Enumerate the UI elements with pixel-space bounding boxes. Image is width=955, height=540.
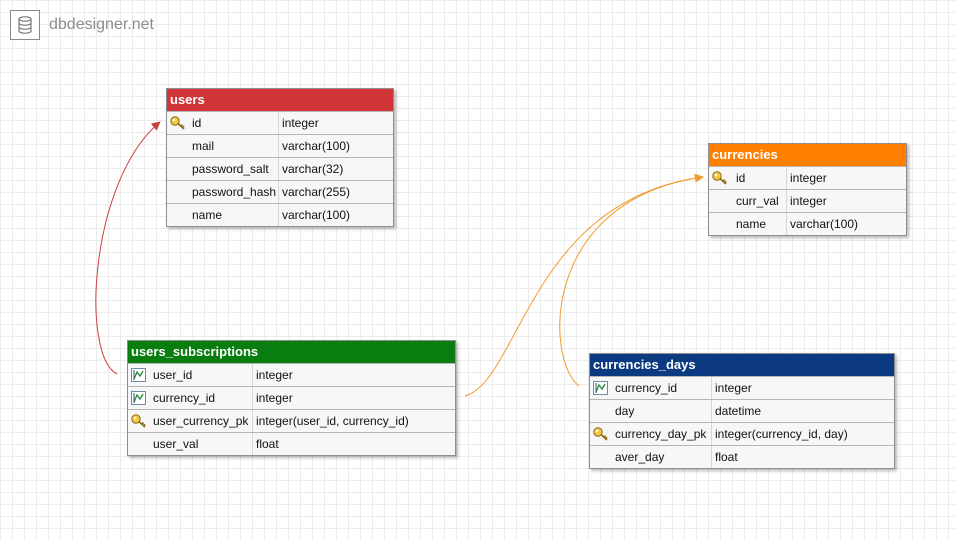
column-name: day xyxy=(615,404,635,418)
column-type: integer xyxy=(256,391,293,405)
logo[interactable] xyxy=(10,10,40,40)
foreign-key-icon xyxy=(130,390,148,406)
table-currencies[interactable]: currencies id integer curr_val integer name v… xyxy=(708,143,907,236)
column-row[interactable]: user_currency_pk integer(user_id, currenc… xyxy=(128,409,455,432)
column-type: varchar(255) xyxy=(282,185,351,199)
column-name: password_hash xyxy=(192,185,277,199)
column-divider xyxy=(252,433,253,455)
column-name: name xyxy=(192,208,223,222)
column-divider xyxy=(711,400,712,422)
link-user-id-to-users-id xyxy=(95,121,161,375)
column-type: varchar(100) xyxy=(790,217,859,231)
column-row[interactable]: password_hash varchar(255) xyxy=(167,180,393,203)
column-name: user_val xyxy=(153,437,199,451)
primary-key-icon xyxy=(130,413,148,429)
table-header[interactable]: currencies_days xyxy=(590,354,894,376)
column-row[interactable]: name varchar(100) xyxy=(709,212,906,235)
column-name: user_currency_pk xyxy=(153,414,249,428)
column-divider xyxy=(252,410,253,432)
column-type: varchar(100) xyxy=(282,139,351,153)
column-divider xyxy=(786,190,787,212)
table-users[interactable]: users id integer mail varchar(100) password_… xyxy=(166,88,394,227)
column-row[interactable]: currency_id integer xyxy=(590,376,894,399)
column-divider xyxy=(711,446,712,468)
column-row[interactable]: aver_day float xyxy=(590,445,894,468)
foreign-key-icon xyxy=(130,367,148,383)
column-type: integer xyxy=(790,171,827,185)
table-currencies-days[interactable]: currencies_days currency_id integer day dat… xyxy=(589,353,895,469)
column-type: varchar(32) xyxy=(282,162,344,176)
column-divider xyxy=(278,112,279,134)
column-name: mail xyxy=(192,139,215,153)
column-row[interactable]: password_salt varchar(32) xyxy=(167,157,393,180)
column-name: currency_day_pk xyxy=(615,427,707,441)
column-type: integer xyxy=(282,116,319,130)
foreign-key-icon xyxy=(592,380,610,396)
column-row[interactable]: name varchar(100) xyxy=(167,203,393,226)
primary-key-icon xyxy=(711,170,729,186)
table-header[interactable]: users xyxy=(167,89,393,111)
column-name: id xyxy=(736,171,746,185)
column-name: aver_day xyxy=(615,450,665,464)
column-divider xyxy=(711,423,712,445)
column-divider xyxy=(252,387,253,409)
column-row[interactable]: currency_day_pk integer(currency_id, day) xyxy=(590,422,894,445)
column-name: password_salt xyxy=(192,162,269,176)
column-type: varchar(100) xyxy=(282,208,351,222)
column-type: integer xyxy=(715,381,752,395)
column-divider xyxy=(711,377,712,399)
column-divider xyxy=(786,167,787,189)
column-divider xyxy=(278,135,279,157)
database-icon xyxy=(18,16,32,34)
column-type: integer(currency_id, day) xyxy=(715,427,848,441)
column-type: float xyxy=(715,450,738,464)
primary-key-icon xyxy=(169,115,187,131)
brand-name[interactable]: dbdesigner.net xyxy=(49,16,154,33)
column-name: id xyxy=(192,116,202,130)
column-type: integer(user_id, currency_id) xyxy=(256,414,409,428)
column-type: datetime xyxy=(715,404,762,418)
column-name: curr_val xyxy=(736,194,779,208)
column-row[interactable]: currency_id integer xyxy=(128,386,455,409)
column-divider xyxy=(786,213,787,235)
column-row[interactable]: day datetime xyxy=(590,399,894,422)
column-name: currency_id xyxy=(153,391,216,405)
column-divider xyxy=(278,204,279,226)
column-row[interactable]: user_id integer xyxy=(128,363,455,386)
column-name: currency_id xyxy=(615,381,678,395)
column-name: user_id xyxy=(153,368,193,382)
table-header[interactable]: currencies xyxy=(709,144,906,166)
column-divider xyxy=(252,364,253,386)
column-row[interactable]: curr_val integer xyxy=(709,189,906,212)
column-type: integer xyxy=(256,368,293,382)
column-divider xyxy=(278,181,279,203)
column-row[interactable]: id integer xyxy=(709,166,906,189)
table-header[interactable]: users_subscriptions xyxy=(128,341,455,363)
column-row[interactable]: id integer xyxy=(167,111,393,134)
column-divider xyxy=(278,158,279,180)
column-type: integer xyxy=(790,194,827,208)
primary-key-icon xyxy=(592,426,610,442)
column-row[interactable]: mail varchar(100) xyxy=(167,134,393,157)
column-name: name xyxy=(736,217,767,231)
column-type: float xyxy=(256,437,279,451)
column-row[interactable]: user_val float xyxy=(128,432,455,455)
